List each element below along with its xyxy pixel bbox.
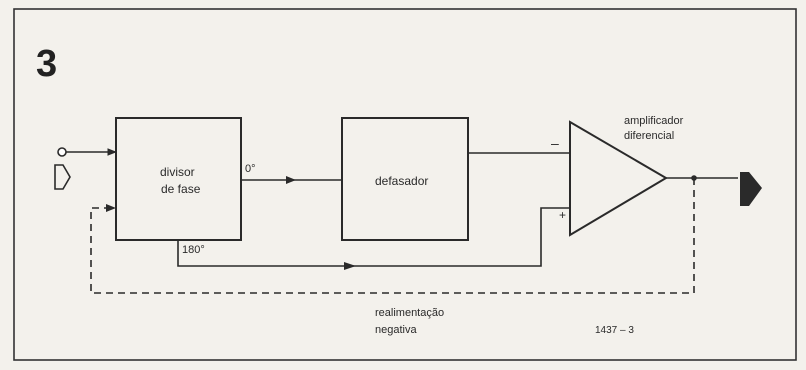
phase-splitter-block [115,117,242,241]
output-0-label: 0° [245,163,256,175]
differential-amplifier [569,120,668,237]
180-arrow-icon [344,262,356,270]
noninverting-input-sign: + [559,208,566,222]
input-arrow-icon [54,164,71,190]
amplifier-label-1: amplificador [624,115,684,127]
phase-shifter-block [341,117,469,241]
splitter-180-line [177,207,570,267]
amplifier-label-2: diferencial [624,130,674,142]
figure-number: 3 [36,43,57,85]
output-arrow-icon [740,172,762,206]
input-terminal [57,147,67,157]
phase-splitter-label-2: de fase [161,182,201,196]
phase-splitter-label-1: divisor [160,165,195,179]
figure-code: 1437 – 3 [595,325,634,336]
feedback-label-1: realimentação [375,307,444,319]
feedback-arrow-icon [106,204,116,212]
feedback-loop [90,178,695,294]
feedback-label-2: negativa [375,324,417,336]
inverting-input-sign: – [551,135,559,151]
figure-frame [13,8,797,361]
signal-arrow-icon [286,176,296,184]
output-180-label: 180° [182,244,205,256]
phase-shifter-label: defasador [375,174,428,188]
